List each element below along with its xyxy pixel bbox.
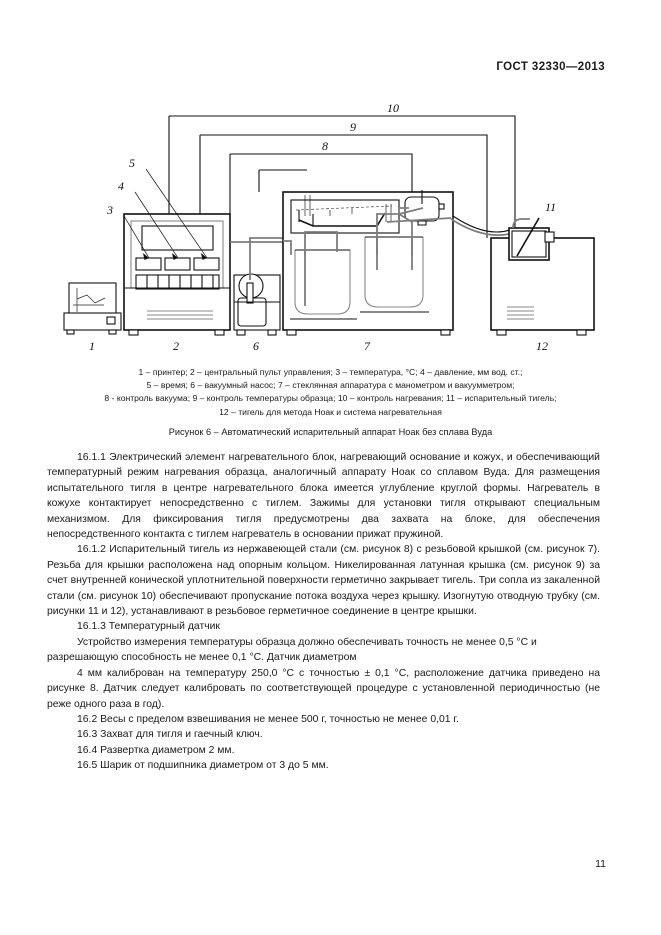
figure-legend: 1 – принтер; 2 – центральный пульт управ… [47,366,614,419]
paragraph-16-1-2: 16.1.2 Испарительный тигель из нержавеющ… [47,544,600,618]
paragraph-sensor-calibration: 4 мм калиброван на температуру 250,0 °С … [47,667,600,710]
callout-label-2: 2 [173,339,179,353]
figure-legend-line-2: 5 – время; 6 – вакуумный насос; 7 – стек… [146,380,515,391]
paragraph-16-4: 16.4 Развертка диаметром 2 мм. [77,744,235,756]
callout-label-5: 5 [129,156,135,170]
standard-number-header: ГОСТ 32330—2013 [496,61,605,73]
paragraph-16-5: 16.5 Шарик от подшипника диаметром от 3 … [77,760,329,772]
callout-label-3: 3 [106,203,113,217]
figure-noack-apparatus: .blk { fill:none; stroke:#111; stroke-wi… [47,92,614,362]
figure-caption: Рисунок 6 – Автоматический испарительный… [168,427,493,437]
callout-label-1: 1 [89,339,95,353]
figure-legend-line-1: 1 – принтер; 2 – центральный пульт управ… [138,367,523,377]
callout-label-10: 10 [387,101,399,115]
figure-legend-line-4: 12 – тигель для метода Ноак и система на… [219,406,442,417]
callout-label-7: 7 [364,339,371,353]
page-number: 11 [595,858,606,870]
paragraph-sensor-accuracy: Устройство измерения температуры образца… [47,636,537,664]
paragraph-16-1-1: 16.1.1 Электрический элемент нагреватель… [47,452,600,541]
paragraph-16-3: 16.3 Захват для тигля и гаечный ключ. [77,729,263,741]
callout-label-6: 6 [253,339,259,353]
callout-label-12: 12 [536,339,548,353]
callout-label-11: 11 [545,200,556,214]
body-text: 16.1.1 Электрический элемент нагреватель… [47,450,600,774]
callout-label-4: 4 [118,179,124,193]
figure-diagram-svg: .blk { fill:none; stroke:#111; stroke-wi… [63,101,595,353]
figure-legend-line-3: 8 - контроль вакуума; 9 – контроль темпе… [104,393,557,404]
callout-label-9: 9 [350,120,356,134]
paragraph-16-1-3: 16.1.3 Температурный датчик [77,621,220,633]
paragraph-16-2: 16.2 Весы с пределом взвешивания не мене… [77,713,459,725]
callout-label-8: 8 [322,139,328,153]
